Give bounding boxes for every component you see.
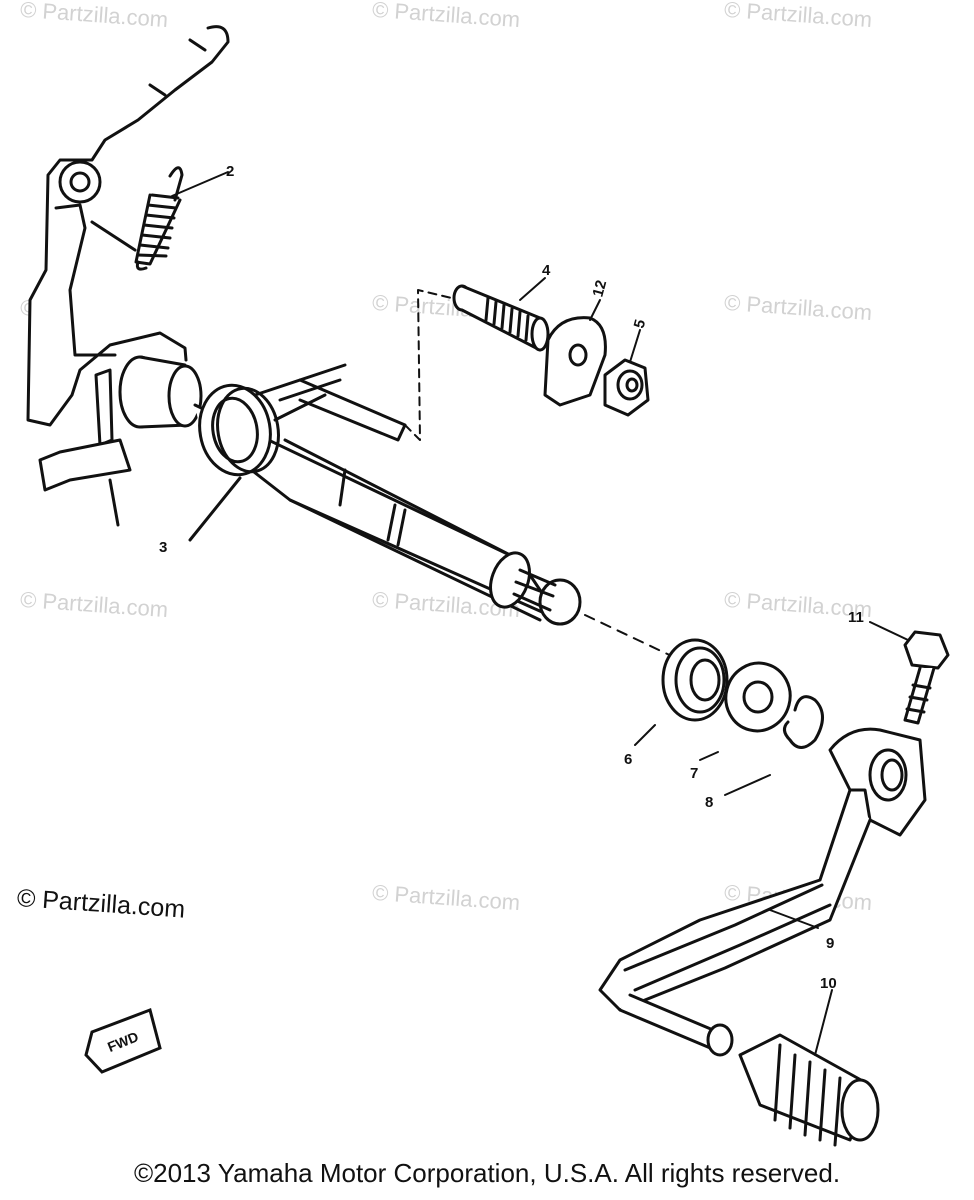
callout-9: 9	[826, 935, 834, 952]
callout-leaders	[171, 171, 909, 1056]
callout-12: 12	[589, 278, 610, 299]
part-5-nut[interactable]	[603, 358, 650, 417]
part-1-stopper-lever[interactable]	[26, 25, 230, 527]
part-11-bolt[interactable]	[903, 630, 950, 725]
callout-3: 3	[159, 539, 167, 556]
part-9-shift-pedal[interactable]	[598, 727, 927, 1012]
shift-shaft[interactable]	[118, 355, 582, 626]
part-4-stopper-pin[interactable]	[452, 284, 550, 352]
guide-line-shaft	[584, 614, 681, 661]
part-12-stopper-plate[interactable]	[543, 316, 607, 407]
callout-5: 5	[631, 318, 650, 330]
callout-4: 4	[542, 262, 551, 279]
part-7-washer[interactable]	[718, 656, 797, 738]
part-6-oil-seal[interactable]	[661, 638, 729, 722]
copyright-footer: ©2013 Yamaha Motor Corporation, U.S.A. A…	[133, 1158, 841, 1188]
callout-8: 8	[705, 794, 713, 811]
callout-6: 6	[624, 751, 632, 768]
part-2-spring[interactable]	[90, 166, 184, 271]
callout-7: 7	[690, 765, 698, 782]
callout-2: 2	[226, 163, 234, 180]
callout-10: 10	[820, 975, 837, 992]
callout-11: 11	[848, 609, 864, 626]
direction-arrow-icon: FWD	[84, 1008, 162, 1074]
part-10-pedal-rubber[interactable]	[618, 993, 880, 1147]
guide-line-pin	[404, 289, 461, 441]
part-8-circlip[interactable]	[783, 695, 824, 749]
part-3-return-spring[interactable]	[188, 363, 407, 542]
